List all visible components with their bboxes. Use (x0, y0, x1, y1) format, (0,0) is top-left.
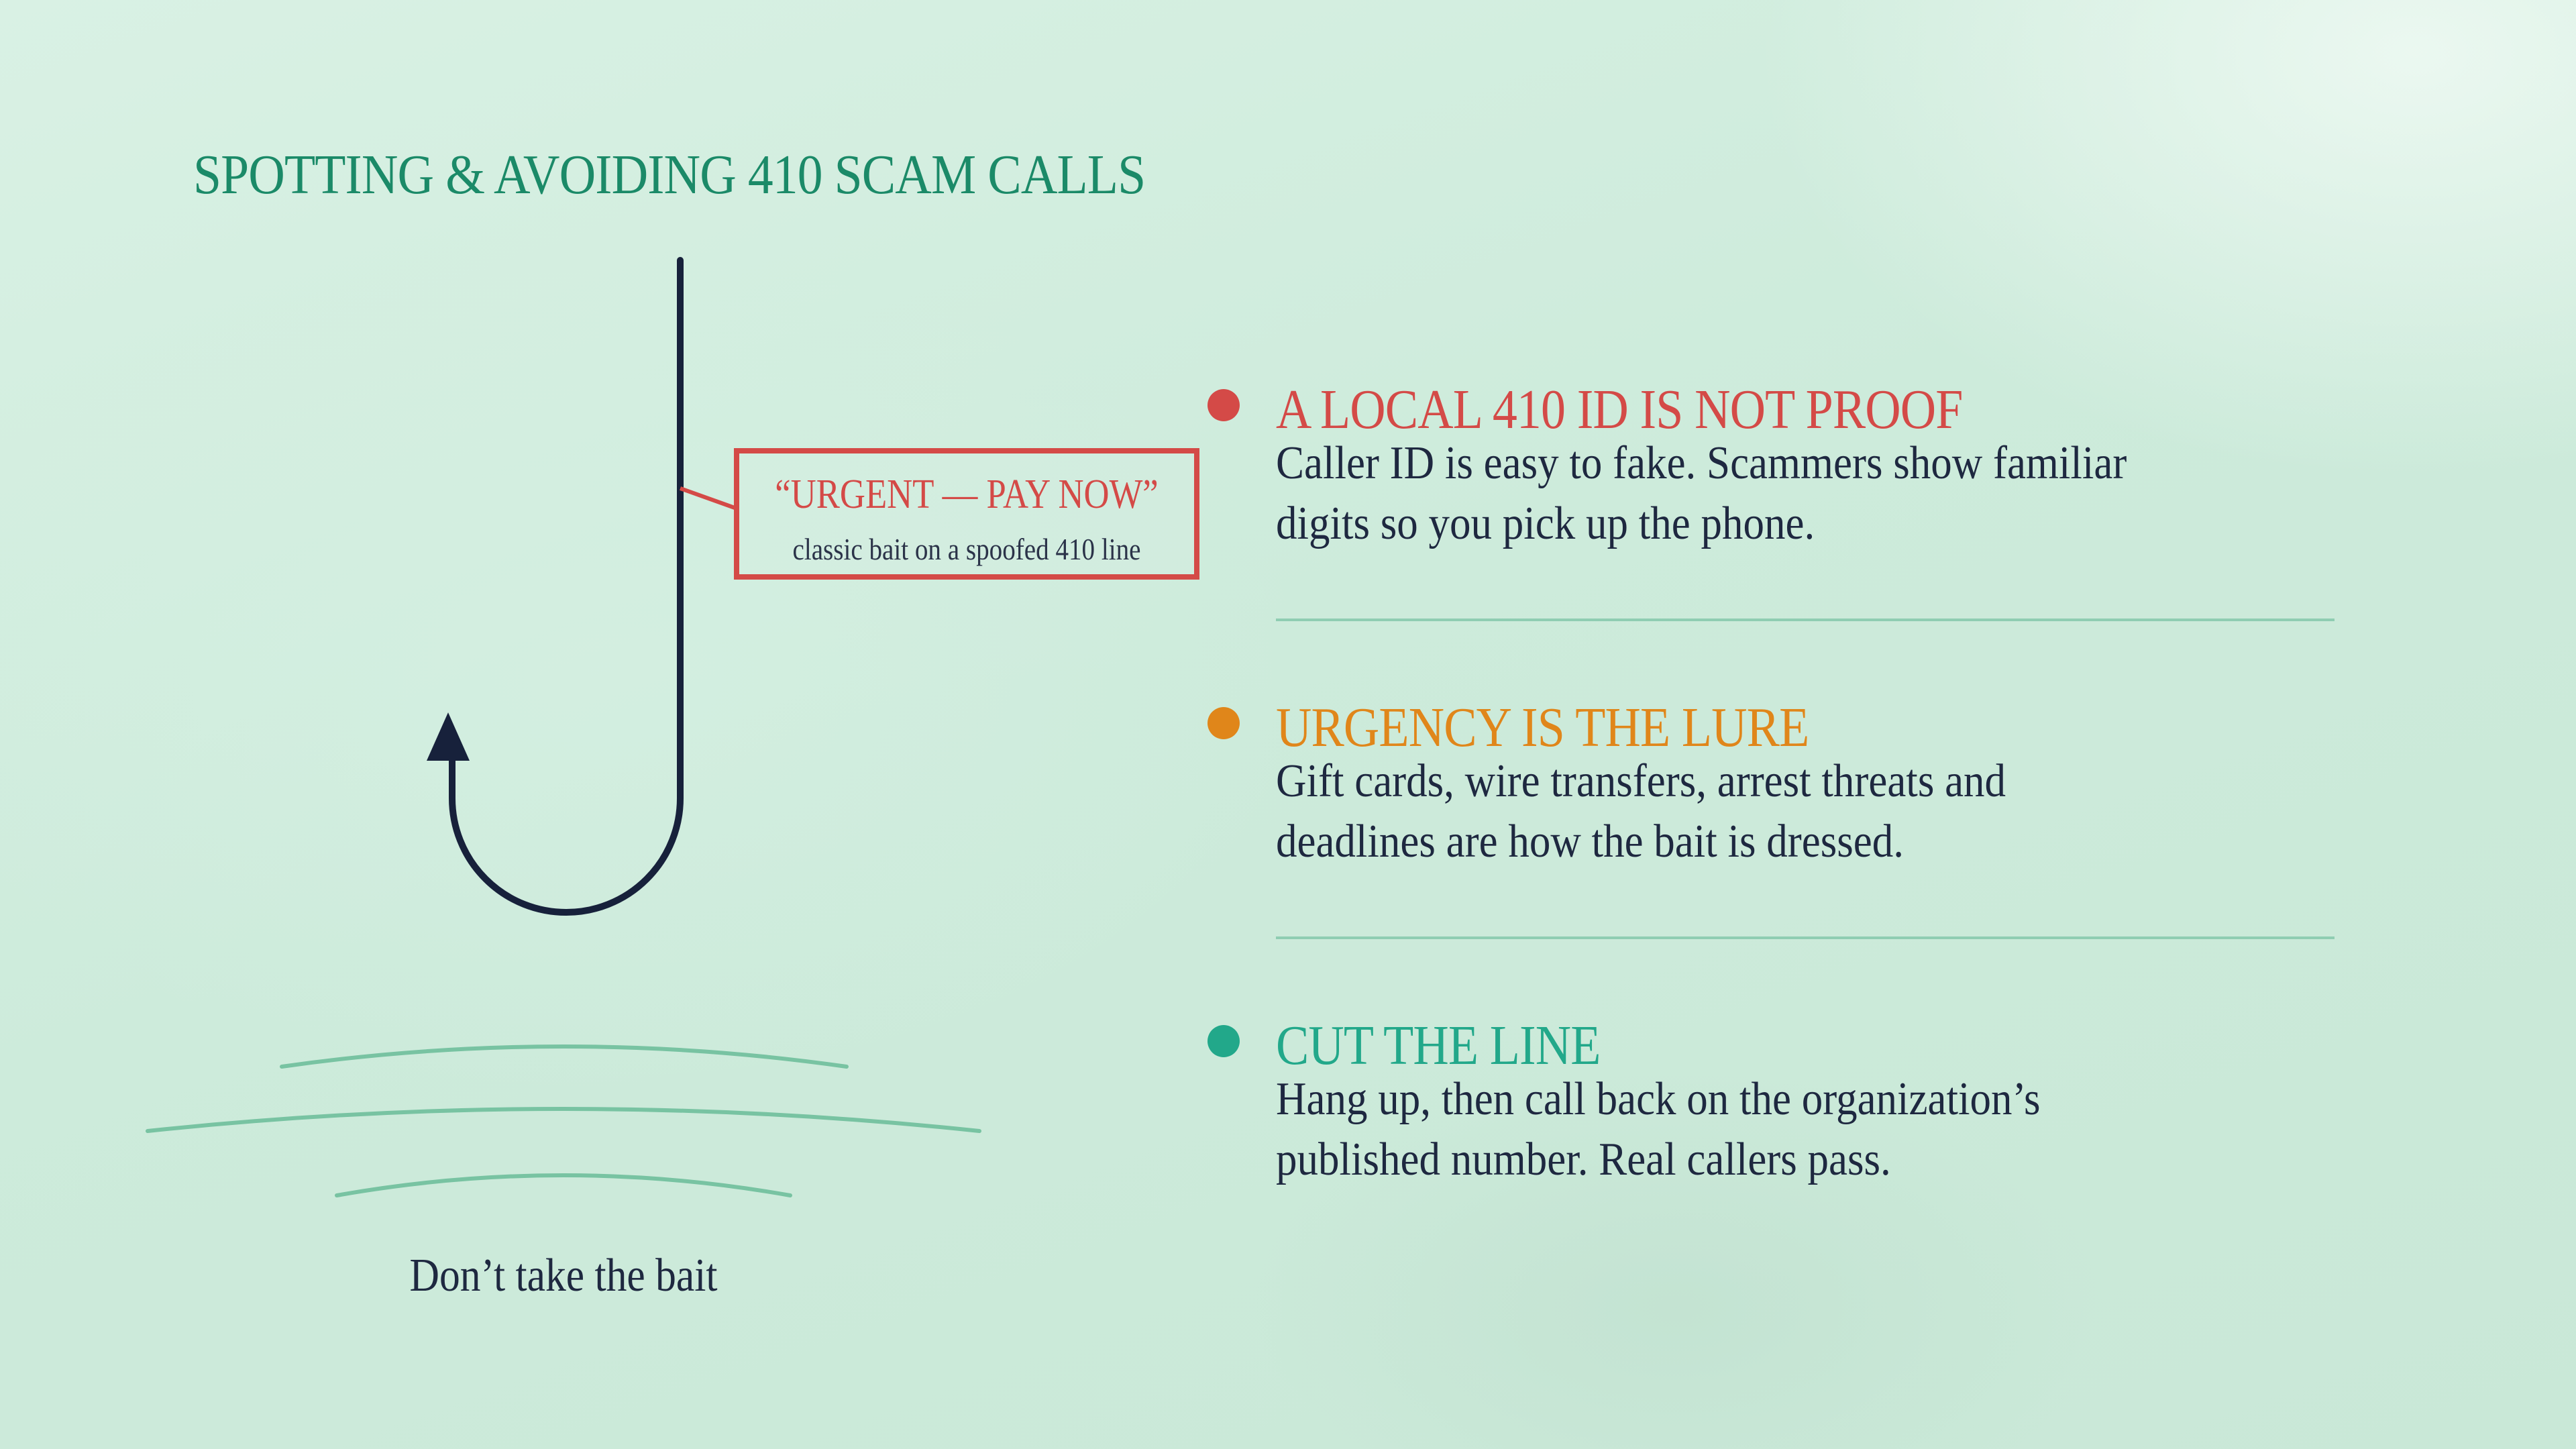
page-title: SPOTTING & AVOIDING 410 SCAM CALLS (193, 144, 1146, 206)
bait-connector-line (679, 486, 738, 511)
point-body: Gift cards, wire transfers, arrest threa… (1276, 755, 2006, 867)
divider (1276, 619, 2334, 621)
point-heading: URGENCY IS THE LURE (1276, 696, 1809, 759)
point-body: Hang up, then call back on the organizat… (1276, 1073, 2041, 1185)
bait-subtext: classic bait on a spoofed 410 line (792, 532, 1141, 566)
bullet-dot (1208, 707, 1240, 739)
bait-callout: “URGENT — PAY NOW” classic bait on a spo… (734, 448, 1199, 580)
bullet-dot (1208, 389, 1240, 421)
caption: Don’t take the bait (409, 1250, 718, 1301)
bullet-dot (1208, 1025, 1240, 1057)
bait-headline: “URGENT — PAY NOW” (775, 472, 1159, 517)
divider (1276, 936, 2334, 939)
point-heading: CUT THE LINE (1276, 1014, 1601, 1077)
water-ripples-icon (146, 1044, 981, 1197)
point-heading: A LOCAL 410 ID IS NOT PROOF (1276, 378, 1963, 441)
point-body: Caller ID is easy to fake. Scammers show… (1276, 437, 2127, 549)
fishing-hook-icon (427, 257, 684, 916)
